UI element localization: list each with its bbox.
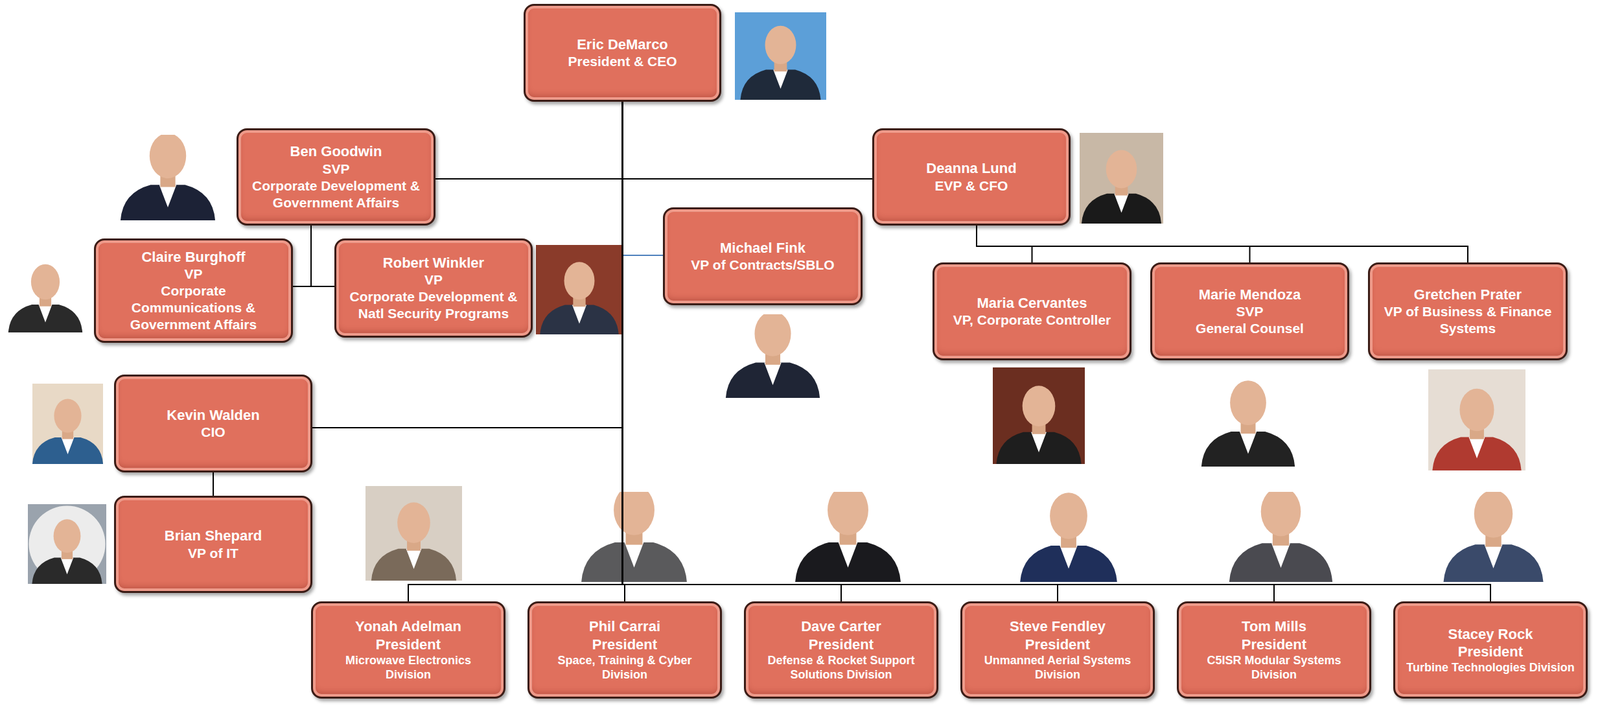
title-text: VP of Contracts/SBLO xyxy=(690,256,835,274)
title-text: President xyxy=(375,635,441,654)
name-text: Stacey Rock xyxy=(1448,625,1534,643)
title-text: President xyxy=(1458,642,1523,661)
org-box: Marie MendozaSVPGeneral Counsel xyxy=(1150,262,1350,361)
name-text: Brian Shepard xyxy=(164,526,262,545)
reporting-line xyxy=(622,101,1492,602)
name-text: Steve Fendley xyxy=(1009,617,1106,636)
org-box: Eric DeMarcoPresident & CEO xyxy=(523,3,722,102)
name-text: Deanna Lund xyxy=(926,159,1017,177)
title-text: EVP & CFO xyxy=(935,177,1009,195)
org-box: Gretchen PraterVP of Business & Finance … xyxy=(1368,262,1568,361)
portrait-photo xyxy=(365,484,463,581)
reporting-line xyxy=(976,225,1251,263)
org-box: Maria CervantesVP, Corporate Controller xyxy=(932,262,1132,361)
portrait-photo xyxy=(27,383,109,464)
title-text: VP xyxy=(424,271,443,289)
reporting-line xyxy=(622,101,842,602)
org-box: Steve FendleyPresidentUnmanned Aerial Sy… xyxy=(960,601,1155,699)
portrait-photo xyxy=(990,367,1088,464)
title-text: VP xyxy=(184,265,203,283)
department-text: C5ISR Modular Systems Division xyxy=(1187,653,1361,683)
department-text: Defense & Rocket Support Solutions Divis… xyxy=(754,653,928,683)
org-box: Tom MillsPresidentC5ISR Modular Systems … xyxy=(1176,601,1372,699)
reporting-line xyxy=(976,225,1468,263)
org-box: Stacey RockPresidentTurbine Technologies… xyxy=(1393,601,1588,699)
portrait-photo xyxy=(1443,489,1544,582)
name-text: Kevin Walden xyxy=(166,406,260,424)
org-box: Ben GoodwinSVPCorporate Development & Go… xyxy=(236,128,436,226)
department-text: Corporate Communications & Government Af… xyxy=(104,282,282,334)
title-text: SVP xyxy=(322,160,350,178)
title-text: VP of Business & Finance Systems xyxy=(1379,303,1557,337)
name-text: Dave Carter xyxy=(800,617,882,636)
name-text: Claire Burghoff xyxy=(141,248,245,266)
org-box: Deanna LundEVP & CFO xyxy=(872,128,1071,226)
reporting-line xyxy=(212,472,214,496)
portrait-photo xyxy=(534,244,625,335)
name-text: Marie Mendoza xyxy=(1198,285,1302,304)
reporting-line xyxy=(622,101,664,256)
name-text: Michael Fink xyxy=(719,239,806,257)
reporting-line xyxy=(435,101,623,179)
department-text: Space, Training & Cyber Division xyxy=(538,653,711,683)
portrait-photo xyxy=(1076,132,1168,224)
name-text: Maria Cervantes xyxy=(977,294,1088,312)
portrait-photo xyxy=(734,8,827,100)
portrait-photo xyxy=(27,504,107,584)
name-text: Phil Carrai xyxy=(589,617,661,636)
name-text: Yonah Adelman xyxy=(355,617,462,636)
name-text: Ben Goodwin xyxy=(290,142,383,161)
title-text: CIO xyxy=(200,423,225,441)
portrait-photo xyxy=(1229,486,1333,582)
portrait-photo xyxy=(581,484,687,582)
org-box: Yonah AdelmanPresidentMicrowave Electron… xyxy=(311,601,506,699)
department-text: General Counsel xyxy=(1195,320,1304,337)
reporting-line xyxy=(408,101,623,602)
portrait-photo xyxy=(1426,369,1528,471)
org-box: Claire BurghoffVPCorporate Communication… xyxy=(93,238,293,343)
reporting-line xyxy=(622,101,873,179)
org-box: Dave CarterPresidentDefense & Rocket Sup… xyxy=(743,601,939,699)
name-text: Gretchen Prater xyxy=(1414,285,1522,304)
title-text: SVP xyxy=(1235,303,1264,321)
portrait-photo xyxy=(1020,492,1118,582)
department-text: Corporate Development & Natl Security Pr… xyxy=(345,288,522,323)
portrait-photo xyxy=(795,484,901,582)
org-box: Michael FinkVP of Contracts/SBLO xyxy=(662,207,863,306)
portrait-photo xyxy=(1194,360,1302,467)
portrait-photo xyxy=(3,248,88,333)
reporting-line xyxy=(292,225,312,287)
department-text: Unmanned Aerial Systems Division xyxy=(971,653,1144,683)
name-text: Eric DeMarco xyxy=(576,35,669,54)
title-text: VP, Corporate Controller xyxy=(953,311,1112,329)
title-text: President xyxy=(1241,635,1307,654)
department-text: Turbine Technologies Division xyxy=(1406,660,1575,675)
name-text: Robert Winkler xyxy=(382,254,485,272)
title-text: President & CEO xyxy=(567,53,677,70)
org-box: Kevin WaldenCIO xyxy=(114,374,313,473)
department-text: Corporate Development & Government Affai… xyxy=(247,177,425,212)
reporting-line xyxy=(311,225,335,287)
org-box: Robert WinklerVPCorporate Development & … xyxy=(334,238,533,338)
org-box: Phil CarraiPresidentSpace, Training & Cy… xyxy=(527,601,722,699)
title-text: President xyxy=(808,635,874,654)
name-text: Tom Mills xyxy=(1241,617,1307,636)
reporting-line xyxy=(976,225,1033,263)
org-box: Brian ShepardVP of IT xyxy=(114,495,313,593)
title-text: VP of IT xyxy=(187,544,239,562)
portrait-photo xyxy=(719,290,827,398)
title-text: President xyxy=(592,635,658,654)
department-text: Microwave Electronics Division xyxy=(322,653,495,683)
title-text: President xyxy=(1025,635,1090,654)
portrait-photo xyxy=(114,112,222,221)
